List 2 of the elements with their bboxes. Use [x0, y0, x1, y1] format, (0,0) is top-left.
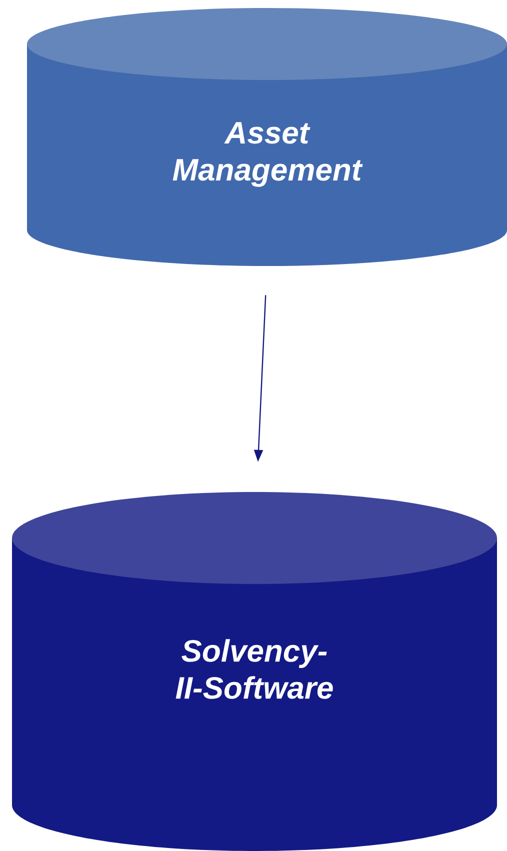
database-cylinder: Solvency-II-Software: [12, 492, 497, 851]
database-cylinder: Asset Management: [27, 8, 507, 266]
